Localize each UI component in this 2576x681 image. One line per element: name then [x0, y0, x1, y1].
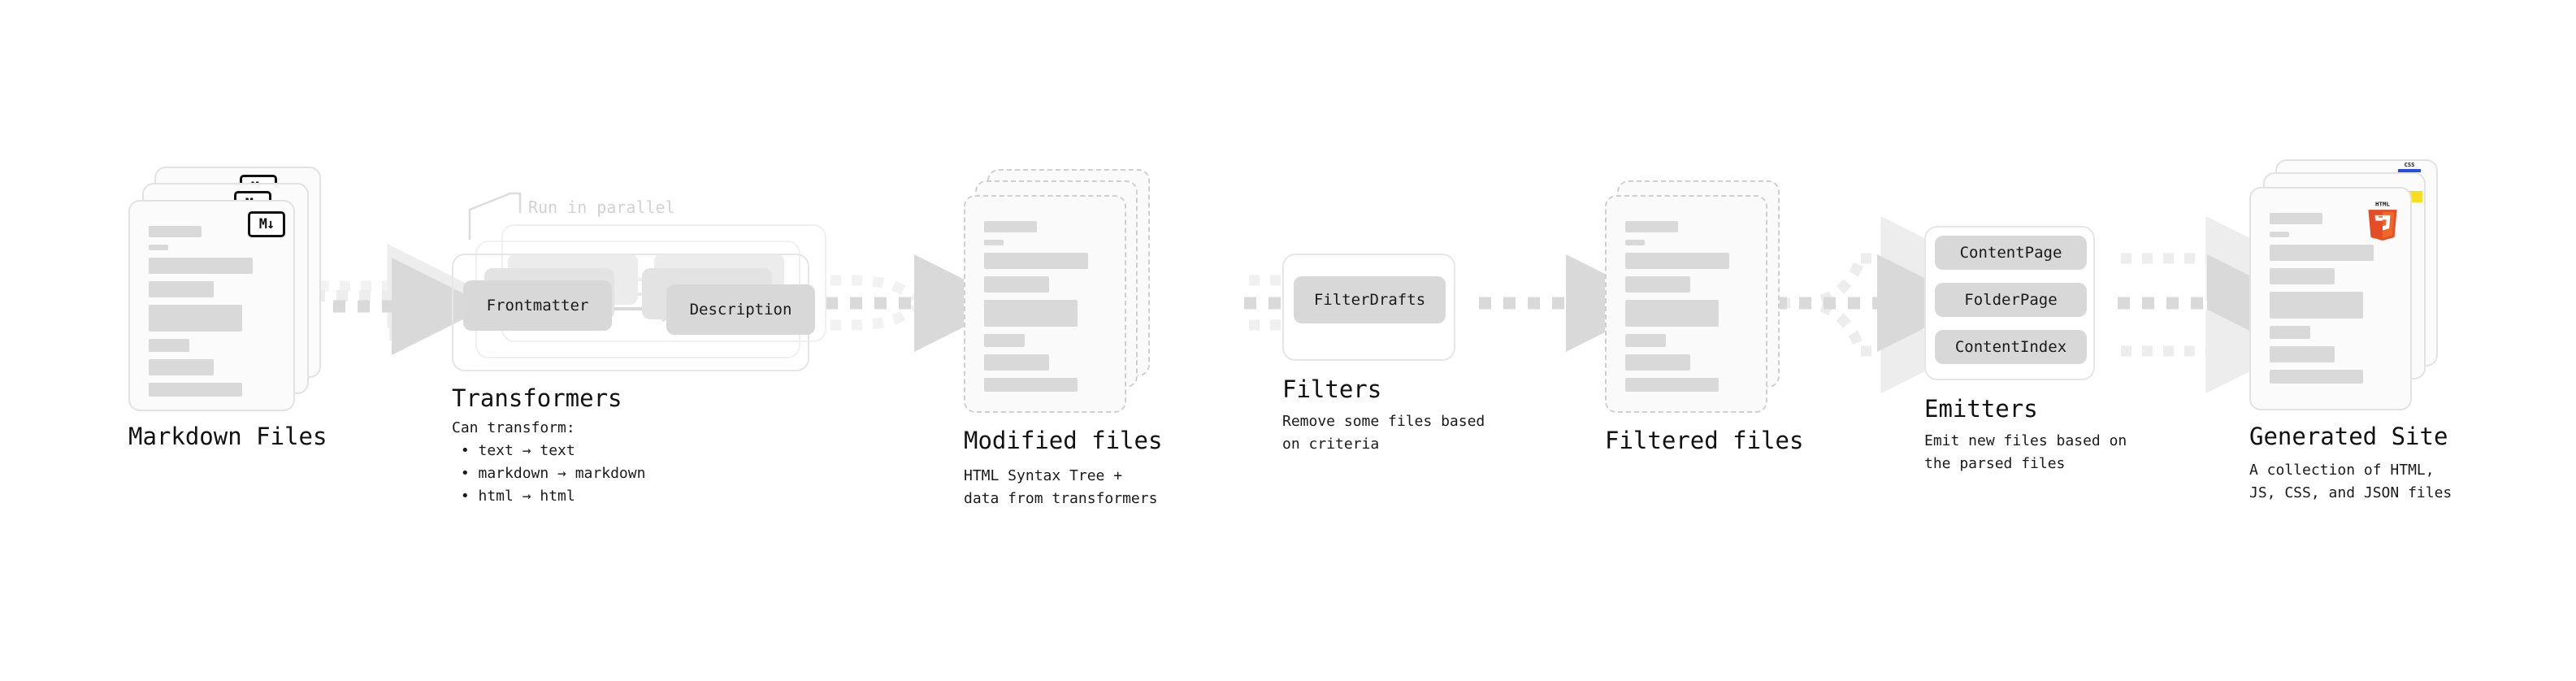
arrow-filtered-to-emitters	[1775, 216, 1975, 393]
stage-subtitle-generated-site: A collection of HTML, JS, CSS, and JSON …	[2249, 462, 2452, 501]
arrow-markdown-to-transformers	[309, 244, 489, 355]
doc-skeleton-lines	[2270, 213, 2374, 391]
run-in-parallel-note: Run in parallel	[528, 197, 675, 217]
css-icon-label: CSS	[2404, 162, 2415, 168]
stage-title-emitters: Emitters	[1924, 395, 2038, 423]
css-icon-bar	[2398, 169, 2421, 172]
markdown-icon: M↓	[248, 211, 285, 237]
doc-skeleton-lines	[1625, 221, 1729, 399]
html5-icon: HTML	[2368, 200, 2397, 241]
css-icon: CSS	[2398, 163, 2421, 173]
stage-title-generated-site: Generated Site	[2249, 423, 2448, 450]
svg-text:HTML: HTML	[2375, 200, 2390, 207]
site-doc-front[interactable]: HTML	[2249, 187, 2412, 410]
stage-subtitle-transformers: Can transform: • text → text • markdown …	[452, 419, 646, 505]
stage-title-modified-files: Modified files	[964, 427, 1163, 454]
stage-title-filters: Filters	[1282, 375, 1382, 403]
chip-folderpage[interactable]: FolderPage	[1935, 283, 2087, 317]
stage-title-filtered-files: Filtered files	[1605, 427, 1804, 454]
arrow-transformers-to-modified	[826, 254, 1012, 352]
arrow-emitters-to-generated-site	[2118, 216, 2305, 393]
markdown-doc-front[interactable]: M↓	[128, 200, 295, 411]
stage-title-markdown-files: Markdown Files	[128, 423, 327, 450]
doc-skeleton-lines	[984, 221, 1088, 399]
chip-frontmatter[interactable]: Frontmatter	[463, 280, 612, 331]
modified-doc-front[interactable]	[964, 195, 1126, 413]
stage-title-transformers: Transformers	[452, 384, 622, 412]
stage-subtitle-modified-files: HTML Syntax Tree + data from transformer…	[964, 467, 1158, 507]
chip-contentindex[interactable]: ContentIndex	[1935, 330, 2087, 364]
chip-contentpage[interactable]: ContentPage	[1935, 236, 2087, 270]
chip-description[interactable]: Description	[666, 284, 815, 335]
stage-subtitle-filters: Remove some files based on criteria	[1282, 413, 1485, 453]
stage-subtitle-emitters: Emit new files based on the parsed files	[1924, 432, 2127, 472]
chip-filterdrafts[interactable]: FilterDrafts	[1294, 276, 1446, 323]
filtered-doc-front[interactable]	[1605, 195, 1767, 413]
doc-skeleton-lines	[149, 226, 253, 404]
